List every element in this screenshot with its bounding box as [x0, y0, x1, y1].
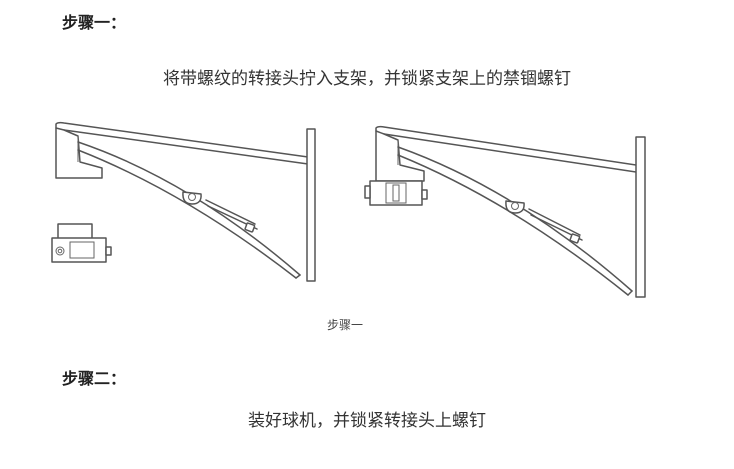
- bracket-illustration-separate: [51, 121, 316, 282]
- step-one-description: 将带螺纹的转接头拧入支架，并锁紧支架上的禁锢螺钉: [163, 69, 571, 89]
- step-two-description: 装好球机，并锁紧转接头上螺钉: [248, 411, 486, 431]
- step-one-title: 步骤一：: [62, 13, 127, 32]
- step-two-title: 步骤二：: [62, 369, 127, 388]
- figure-caption: 步骤一: [326, 318, 363, 332]
- bracket-illustration-assembled: [364, 125, 646, 298]
